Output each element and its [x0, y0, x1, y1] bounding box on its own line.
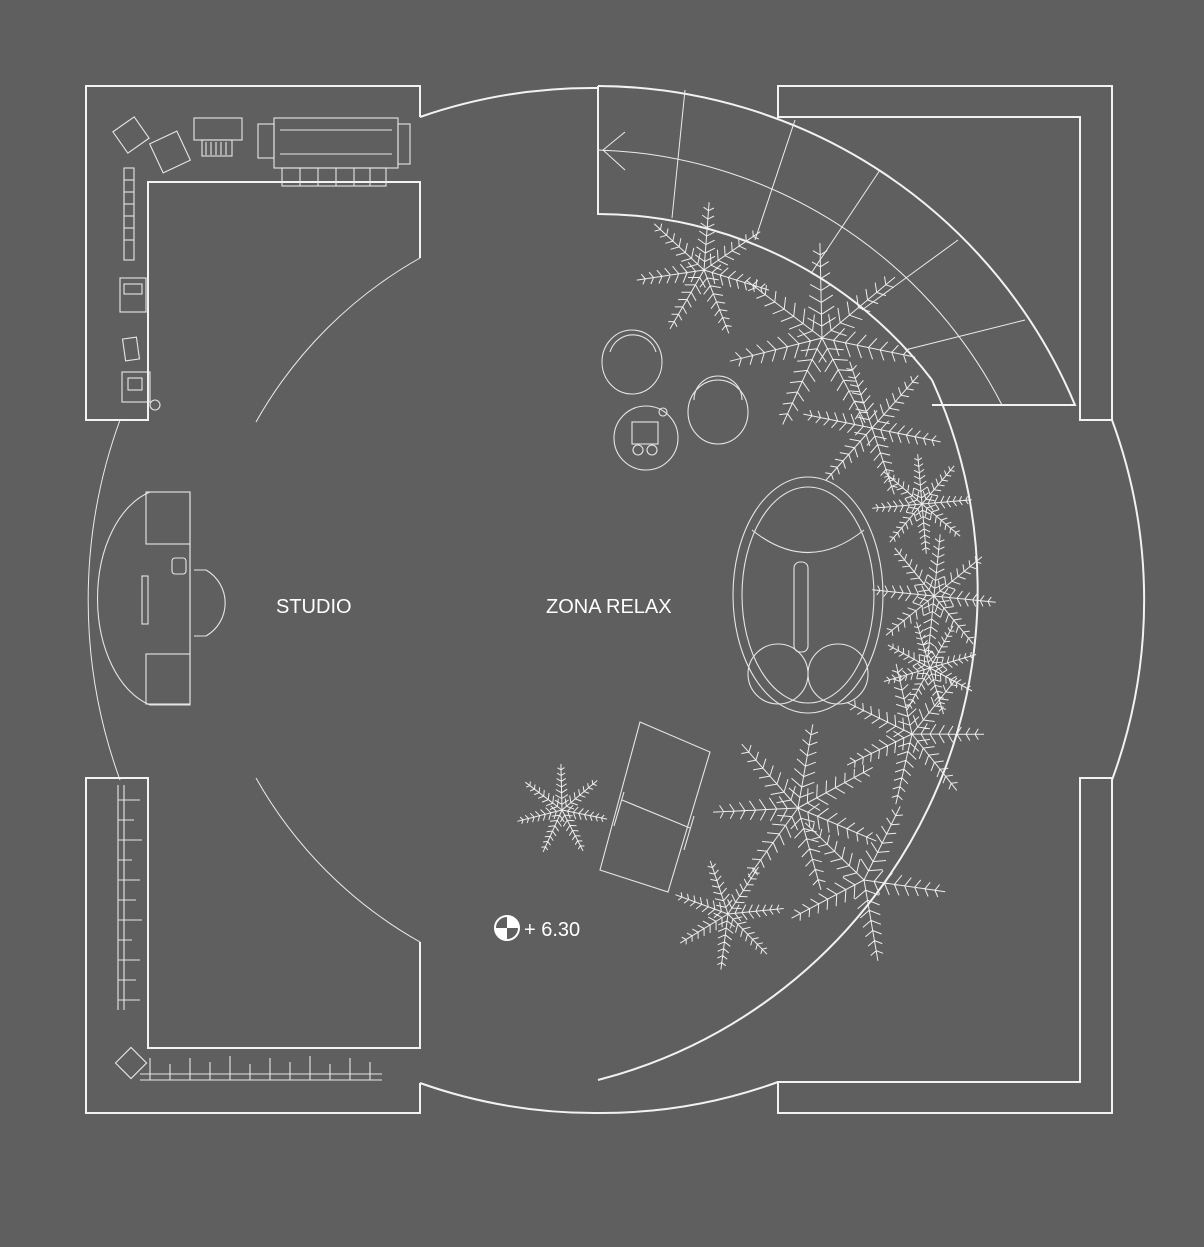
palm-plant-icon	[729, 242, 916, 425]
palm-plant-icon	[846, 663, 985, 805]
circle-floor-outline-bottom-left	[419, 1082, 599, 1115]
palm-frond	[803, 361, 941, 495]
palm-frond	[636, 202, 770, 334]
bookshelf	[114, 785, 382, 1081]
elevation-label: + 6.30	[524, 919, 580, 941]
palm-frond	[846, 663, 985, 805]
circle-floor-outline-left	[87, 419, 121, 781]
circle-floor-outline-far-right	[1111, 419, 1146, 781]
zona-relax-label: ZONA RELAX	[546, 596, 672, 618]
palm-plant-icon	[872, 534, 996, 658]
oval-lounge	[732, 476, 884, 714]
palm-plant-icon	[791, 806, 946, 961]
palm-plant-icon	[675, 860, 784, 970]
palm-frond	[791, 806, 946, 961]
wall-top-left	[85, 85, 421, 421]
palm-plant-icon	[517, 763, 608, 853]
curved-desk	[96, 491, 226, 706]
top-wall-furniture	[112, 116, 411, 187]
studio-label: STUDIO	[276, 596, 352, 618]
palm-plant-icon	[883, 621, 977, 715]
palm-plant-icon	[803, 361, 941, 495]
circle-floor-outline-bottom	[597, 1081, 779, 1115]
palm-frond	[517, 763, 608, 853]
left-wall-furniture	[119, 167, 161, 411]
circle-floor-outline	[419, 86, 599, 118]
circle-floor-outline-right	[597, 379, 979, 1081]
elevation-marker-icon	[494, 915, 520, 941]
palm-plant-icon	[872, 454, 972, 554]
palm-frond	[883, 621, 977, 715]
wall-top-right	[777, 85, 1113, 421]
studio-inner-arc-top	[255, 257, 421, 423]
palm-frond	[872, 454, 972, 554]
studio-inner-arc-bottom	[255, 777, 421, 943]
palm-plant-icon	[713, 724, 877, 890]
plant-group	[517, 202, 996, 970]
curved-staircase	[597, 85, 1077, 406]
palm-frond	[713, 724, 877, 890]
wall-bottom-left	[85, 777, 421, 1114]
palm-frond	[675, 860, 784, 970]
armchair-right	[687, 375, 749, 445]
palm-frond	[729, 242, 916, 425]
palm-plant-icon	[636, 202, 770, 334]
side-table	[613, 405, 679, 471]
palm-frond	[872, 534, 996, 658]
armchair-left	[601, 329, 663, 395]
wall-bottom-right	[777, 777, 1113, 1114]
sun-lounger	[599, 721, 711, 893]
